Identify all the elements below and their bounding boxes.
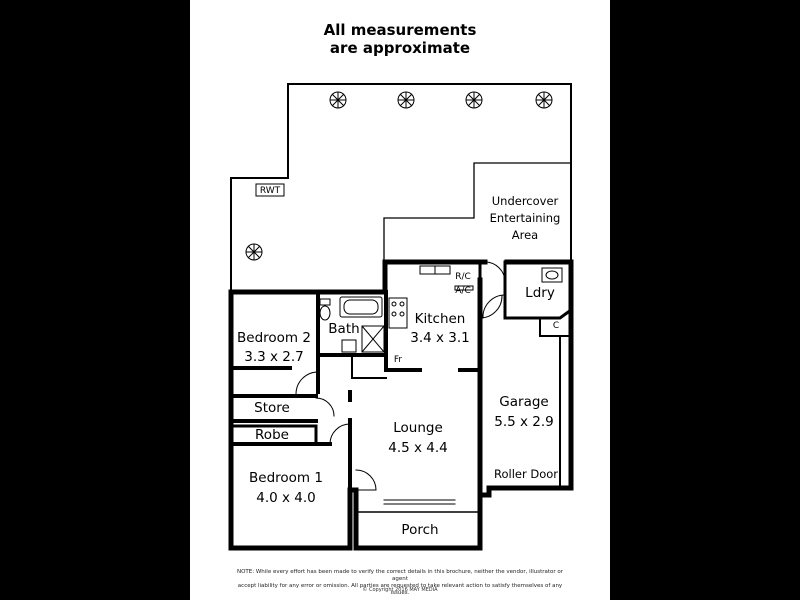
ac-unit [454, 285, 474, 291]
store-label: Store [254, 400, 290, 416]
yard-boundary [230, 83, 572, 489]
entertaining-line-2: Entertaining [489, 211, 561, 225]
door-swing-kitchen-garage [479, 295, 503, 319]
store-walls [229, 394, 318, 423]
cupboard-wall [539, 317, 572, 337]
laundry-door-swing [482, 294, 506, 319]
door-swing-store [315, 397, 335, 417]
entertaining-line-1: Undercover [491, 194, 559, 208]
plant-icon [245, 243, 263, 261]
plant-icons [245, 91, 553, 261]
basin-icon [341, 339, 357, 353]
disclaimer-line-2: accept liability for any error or omissi… [237, 583, 563, 596]
bath-label: Bath [328, 321, 360, 337]
bedroom1-name: Bedroom 1 [249, 470, 323, 486]
fridge-label: Fr [393, 355, 403, 365]
windows [228, 259, 561, 551]
rwt-label: RWT [259, 186, 281, 196]
disclaimer: NOTE: While every effort has been made t… [235, 569, 565, 597]
lounge-size: 4.5 x 4.4 [388, 440, 448, 456]
bedroom2-name: Bedroom 2 [237, 330, 311, 346]
plant-icon [329, 91, 347, 109]
plant-icon [535, 91, 553, 109]
copyright: © Copyright 2016 MAY MEDIA [362, 587, 438, 593]
header-line-2: are approximate [329, 39, 471, 57]
plant-icon [397, 91, 415, 109]
kitchen-size: 3.4 x 3.1 [410, 330, 470, 346]
door-swing-bedroom1 [329, 423, 351, 445]
bedroom2-size: 3.3 x 2.7 [244, 349, 304, 365]
bedroom1-size: 4.0 x 4.0 [256, 490, 316, 506]
garage-name: Garage [499, 394, 549, 410]
shower-icon [361, 325, 385, 353]
porch-label: Porch [401, 522, 439, 538]
door-swing-bedroom2 [295, 371, 319, 395]
bathtub-icon [339, 296, 383, 318]
toilet-icon [319, 298, 331, 321]
sink-icon [419, 265, 451, 275]
ac-label: A/C [455, 286, 471, 296]
disclaimer-line-1: NOTE: While every effort has been made t… [236, 569, 564, 582]
plant-icon [465, 91, 483, 109]
trough-icon [541, 267, 563, 283]
laundry-wall [503, 260, 574, 320]
undercover-boundary [383, 162, 572, 264]
porch-walls [355, 511, 481, 549]
roller-door-label: Roller Door [493, 467, 558, 481]
door-swing-entry [355, 469, 377, 491]
kitchen-name: Kitchen [414, 311, 466, 327]
robe-label: Robe [255, 427, 289, 443]
entertaining-line-3: Area [511, 228, 539, 242]
rc-label: R/C [455, 272, 471, 282]
laundry-label: Ldry [525, 285, 555, 301]
rwt-box [255, 183, 285, 197]
stove-icon [388, 297, 408, 329]
fridge-wall [351, 354, 387, 379]
cupboard-label: C [552, 321, 560, 331]
lounge-name: Lounge [393, 420, 443, 436]
garage-size: 5.5 x 2.9 [494, 414, 554, 430]
header-line-1: All measurements [323, 21, 477, 39]
door-swing-laundry-ext [484, 261, 506, 283]
